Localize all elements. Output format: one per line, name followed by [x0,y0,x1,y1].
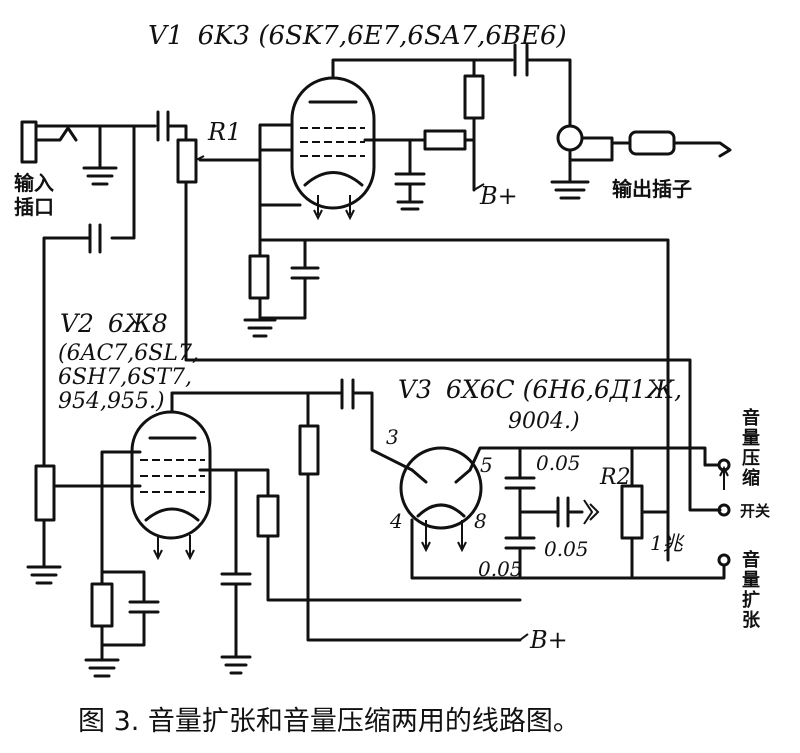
b-plus-bottom: B+ [529,626,568,654]
v1-equivalents: (6SK7,6E7,6SA7,6BE6) [258,21,566,51]
cap-c2-value: 0.05 [544,537,589,561]
compress-label-char-4: 缩 [742,467,760,489]
tube-v3-envelope [399,446,483,530]
v2-plate-resistor [298,424,320,476]
svg-text:V1 6K3 (6SK7,6E7,6: V1 6K3 (6SK7,6E7,6SA7,6BE6) [148,21,567,51]
labels: V1 6K3 (6SK7,6E7,6SA7,6BE6) R1 V2 6Ж8 (6… [14,21,770,737]
volume-potentiometer [34,464,56,522]
v1-type: 6K3 [198,21,251,51]
r1-label: R1 [207,118,241,146]
input-jack-label-line1: 输入 [14,171,54,195]
r2-value: 1兆 [650,531,685,555]
tube-v1 [290,76,376,221]
v2-cathode-resistor [90,582,114,628]
v1-screen-resistor [423,129,467,151]
compress-label-char-1: 音 [742,407,760,429]
wiring [26,43,731,678]
cap-c1-value: 0.05 [536,451,581,475]
svg-text:V2 6Ж8: V2 6Ж8 [60,309,168,338]
v3-designator: V3 [398,375,432,404]
svg-text:V3 6X6C (6H6,6Д1Ж,: V3 6X6C (6H6,6Д1Ж, [398,375,682,404]
r2-label: R2 [599,465,631,490]
v2-equivalents-line1: (6AC7,6SL7, [58,341,199,366]
v2-equivalents-line2: 6SH7,6ST7, [58,365,192,390]
expand-label-char-3: 扩 [742,589,760,611]
v2-type: 6Ж8 [108,309,168,338]
input-jack [20,120,118,186]
v3-equivalents-line1: (6H6,6Д1Ж, [523,375,683,404]
r2-potentiometer [620,484,644,540]
tube-v2-cathode [144,507,200,522]
b-plus-top: B+ [479,182,518,210]
compress-label-char-3: 压 [742,448,760,469]
v2-screen-resistor [256,494,280,538]
cap-c3-value: 0.05 [478,557,523,581]
pin-5-label: 5 [480,453,493,477]
compress-label-char-2: 量 [742,427,760,449]
v1-designator: V1 [148,21,183,51]
v1-cathode-resistor [248,254,270,300]
expand-label-char-2: 量 [742,569,760,591]
pin-3-label: 3 [386,425,399,449]
pin-8-label: 8 [474,509,487,533]
expand-label-char-1: 音 [742,549,760,571]
v3-type: 6X6C [446,375,515,404]
v2-designator: V2 [60,309,94,338]
v3-equivalents-line2: 9004.) [508,409,580,434]
switch-label: 开关 [740,502,770,520]
v1-plate-resistor [463,74,485,120]
tube-v3 [399,446,483,553]
input-jack-label-line2: 插口 [14,195,54,219]
tube-v1-cathode [303,171,364,187]
r1-potentiometer [176,138,198,184]
expand-label-char-4: 张 [742,610,761,631]
pin-4-label: 4 [389,509,403,533]
v2-equivalents-line3: 954,955.) [58,389,165,414]
tube-v2 [130,410,212,561]
figure-caption: 图 3. 音量扩张和音量压缩两用的线路图。 [78,706,580,737]
output-jack-label: 输出插子 [612,177,692,201]
